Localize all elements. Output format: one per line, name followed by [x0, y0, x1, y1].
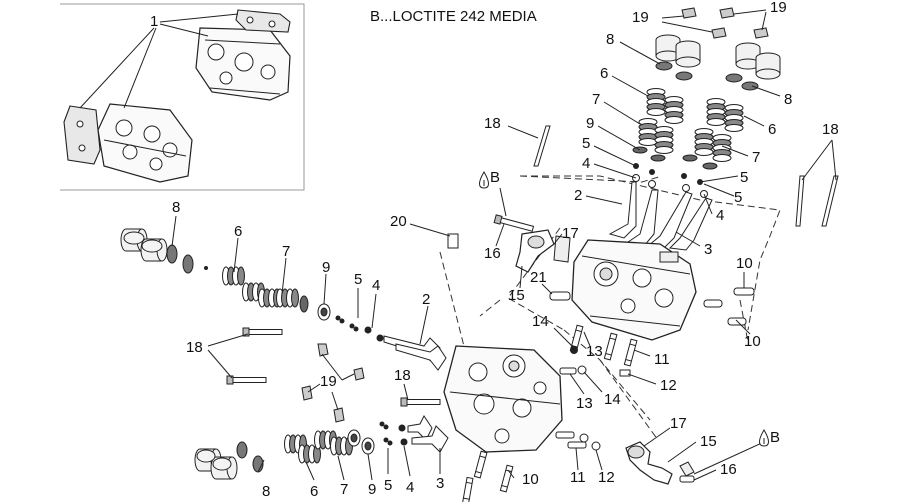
left-tappets-top — [123, 231, 163, 253]
rear-long-studs-18 — [533, 125, 839, 227]
callout-6: 6 — [768, 121, 777, 138]
callout-7: 7 — [592, 91, 601, 108]
rear-manifold-15-17 — [515, 229, 571, 273]
callout-10: 10 — [736, 255, 753, 272]
front-springs-6-7 — [222, 266, 299, 308]
callout-12: 12 — [598, 469, 615, 486]
callout-5: 5 — [354, 271, 363, 288]
callout-13: 13 — [586, 343, 603, 360]
front-valves-2 — [383, 335, 447, 371]
callout-8: 8 — [606, 31, 615, 48]
callout-19: 19 — [632, 9, 649, 26]
loctite-note: B...LOCTITE 242 MEDIA — [370, 8, 537, 25]
callout-6: 6 — [310, 483, 319, 500]
loctite-drop-icon — [479, 171, 489, 189]
callout-19: 19 — [770, 0, 787, 16]
callout-4: 4 — [582, 155, 591, 172]
callout-5: 5 — [582, 135, 591, 152]
callout-15: 15 — [508, 287, 525, 304]
callout-19: 19 — [320, 373, 337, 390]
lower-studs-11-10 — [462, 365, 601, 502]
callout-4: 4 — [406, 479, 415, 496]
callout-17: 17 — [562, 225, 579, 242]
callout-4: 4 — [372, 277, 381, 294]
inset-front-cam-cover — [63, 105, 101, 165]
callout-4: 4 — [716, 207, 725, 224]
rear-cylinder-head — [571, 239, 697, 341]
front-keepers-19 — [301, 343, 365, 423]
callout-B: B — [490, 169, 501, 186]
callout-17: 17 — [670, 415, 687, 432]
left-tappets-bottom — [196, 449, 232, 471]
front-retainers-8a — [166, 244, 208, 274]
callout-18: 18 — [394, 367, 411, 384]
callout-16: 16 — [720, 461, 737, 478]
callout-15: 15 — [700, 433, 717, 450]
callout-2: 2 — [422, 291, 431, 308]
rear-tappets — [655, 34, 781, 80]
lower-retainers-8 — [236, 441, 264, 473]
inset-front-head — [97, 103, 193, 183]
callout-10: 10 — [744, 333, 761, 350]
callout-5: 5 — [734, 189, 743, 206]
callout-18: 18 — [186, 339, 203, 356]
lower-springs-6-7 — [284, 430, 353, 464]
front-cylinder-head — [443, 345, 563, 453]
callout-8: 8 — [784, 91, 793, 108]
callout-18: 18 — [484, 115, 501, 132]
rear-keepers-19 — [681, 7, 769, 39]
callout-10: 10 — [522, 471, 539, 488]
rear-small-parts — [447, 214, 755, 377]
callout-12: 12 — [660, 377, 677, 394]
callout-9: 9 — [322, 259, 331, 276]
callout-8: 8 — [262, 483, 271, 500]
callout-6: 6 — [600, 65, 609, 82]
callout-20: 20 — [390, 213, 407, 230]
callout-3: 3 — [436, 475, 445, 492]
rear-outer-springs-6 — [646, 88, 744, 132]
callout-7: 7 — [752, 149, 761, 166]
front-manifold-15-17 — [625, 441, 695, 485]
inset-rear-head — [195, 27, 291, 101]
front-seals-5-4 — [335, 315, 384, 342]
callout-leaders — [171, 9, 837, 481]
callout-3: 3 — [704, 241, 713, 258]
rear-valves-2-3 — [608, 181, 713, 251]
loctite-drop-icon — [759, 429, 769, 447]
callout-14: 14 — [532, 313, 549, 330]
inset-box — [60, 3, 305, 191]
callout-5: 5 — [384, 477, 393, 494]
lower-seals-5-4 — [379, 421, 408, 446]
rear-seals-5-4 — [632, 163, 708, 198]
callout-7: 7 — [282, 243, 291, 260]
callout-13: 13 — [576, 395, 593, 412]
inset-rear-cam-cover — [235, 9, 291, 33]
callout-2: 2 — [574, 187, 583, 204]
callout-18: 18 — [822, 121, 839, 138]
leaders-item-1 — [79, 13, 239, 109]
callout-1: 1 — [150, 13, 159, 30]
lower-valves-3 — [407, 415, 449, 453]
callout-6: 6 — [234, 223, 243, 240]
callout-11: 11 — [654, 351, 670, 368]
callout-16: 16 — [484, 245, 501, 262]
callout-9: 9 — [586, 115, 595, 132]
callout-8: 8 — [172, 199, 181, 216]
callout-7: 7 — [340, 481, 349, 498]
callout-14: 14 — [604, 391, 621, 408]
front-seats-9 — [299, 295, 331, 321]
callout-B: B — [770, 429, 781, 446]
callout-5: 5 — [740, 169, 749, 186]
callout-21: 21 — [530, 269, 547, 286]
callout-11: 11 — [570, 469, 586, 486]
lower-seats-9 — [347, 429, 375, 455]
callout-9: 9 — [368, 481, 377, 498]
